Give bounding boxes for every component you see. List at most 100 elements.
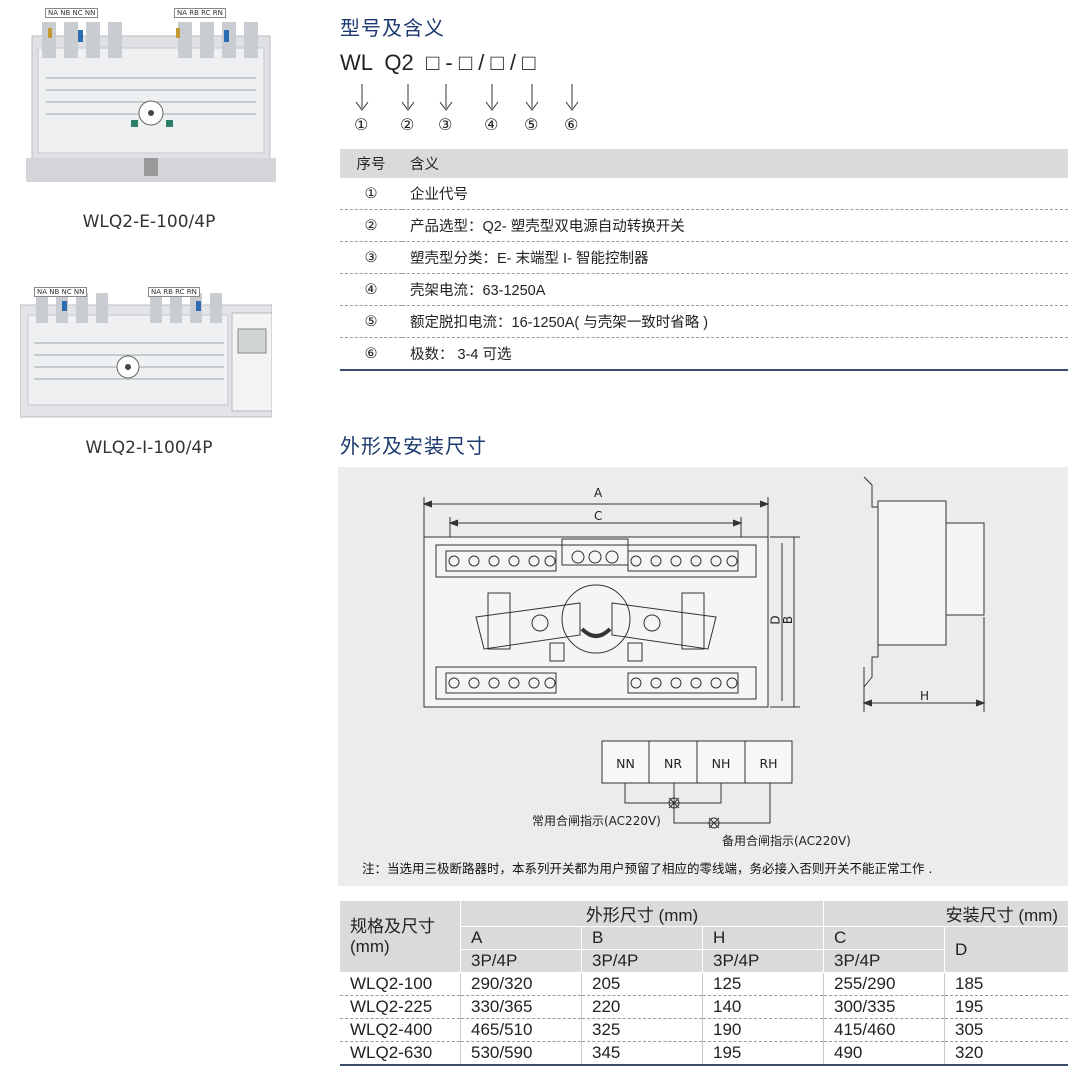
marker-4: ④ xyxy=(484,115,499,134)
cell-h: 195 xyxy=(702,1041,824,1066)
meaning-header: 序号 含义 xyxy=(340,149,1068,178)
cell-b: 325 xyxy=(581,1018,703,1042)
section-title-dimensions: 外形及安装尺寸 xyxy=(340,434,487,458)
cell-d: 305 xyxy=(944,1018,1068,1042)
dim-label-b: B xyxy=(781,615,796,625)
product-photo-e xyxy=(26,8,276,198)
model-arrows xyxy=(355,84,579,111)
cell-a: 290/320 xyxy=(460,972,582,996)
header-spec-unit: (mm) xyxy=(350,936,390,956)
terminal-rh: RH xyxy=(759,756,778,771)
row-text: 产品选型：Q2- 塑壳型双电源自动转换开关 xyxy=(402,209,1068,242)
dim-label-h: H xyxy=(920,689,930,703)
cell-a: 465/510 xyxy=(460,1018,582,1042)
header-h: H xyxy=(702,926,824,950)
table-row: WLQ2-100 290/320 205 125 255/290 185 xyxy=(340,972,1068,996)
marker-2: ② xyxy=(400,115,415,134)
row-text: 额定脱扣电流：16-1250A( 与壳架一致时省略 ) xyxy=(402,305,1068,338)
cell-c: 490 xyxy=(823,1041,945,1066)
terminal-nh: NH xyxy=(711,756,731,771)
terminal-nn: NN xyxy=(616,756,635,771)
size-header-row2: A B H C D xyxy=(340,926,1068,973)
cell-h: 190 xyxy=(702,1018,824,1042)
row-text: 极数： 3-4 可选 xyxy=(402,337,1068,371)
product-i-label-left: NA NB NC NN xyxy=(34,287,88,297)
row-index: ③ xyxy=(340,241,402,274)
header-spec-title: 规格及尺寸 xyxy=(350,916,435,936)
table-row: WLQ2-630 530/590 345 195 490 320 xyxy=(340,1041,1068,1066)
marker-6: ⑥ xyxy=(564,115,579,134)
cell-model: WLQ2-400 xyxy=(340,1018,461,1042)
cell-h: 125 xyxy=(702,972,824,996)
header-meaning: 含义 xyxy=(402,149,1068,178)
header-a: A xyxy=(460,926,582,950)
indicator-backup-label: 备用合闸指示(AC220V) xyxy=(722,834,851,848)
row-index: ⑤ xyxy=(340,305,402,338)
cell-d: 185 xyxy=(944,972,1068,996)
indicator-normal-label: 常用合闸指示(AC220V) xyxy=(532,814,661,828)
header-a-sub: 3P/4P xyxy=(460,949,582,973)
marker-5: ⑤ xyxy=(524,115,539,134)
header-index: 序号 xyxy=(340,149,402,178)
product-e-label-left: NA NB NC NN xyxy=(45,8,99,18)
marker-1: ① xyxy=(354,115,369,134)
cell-d: 320 xyxy=(944,1041,1068,1066)
table-row: WLQ2-225 330/365 220 140 300/335 195 xyxy=(340,995,1068,1019)
cell-model: WLQ2-100 xyxy=(340,972,461,996)
size-header-row1: 规格及尺寸 (mm) 外形尺寸 (mm) 安装尺寸 (mm) xyxy=(340,901,1068,973)
cell-d: 195 xyxy=(944,995,1068,1019)
dimension-drawing xyxy=(422,476,986,829)
header-d: D xyxy=(944,926,1068,973)
product-e-label-right: NA RB RC RN xyxy=(174,8,226,18)
cell-b: 205 xyxy=(581,972,703,996)
product-i-caption: WLQ2-I-100/4P xyxy=(85,438,213,458)
header-b: B xyxy=(581,926,703,950)
cell-c: 300/335 xyxy=(823,995,945,1019)
product-i-illustration xyxy=(19,293,273,418)
header-c-sub: 3P/4P xyxy=(823,949,945,973)
header-c: C xyxy=(823,926,945,950)
size-table: 规格及尺寸 (mm) 外形尺寸 (mm) 安装尺寸 (mm) A B H C D… xyxy=(340,901,1068,1066)
cell-c: 255/290 xyxy=(823,972,945,996)
row-text: 企业代号 xyxy=(402,178,1068,210)
model-code: WL Q2 □ - □ / □ / □ xyxy=(340,50,536,75)
dim-label-c: C xyxy=(594,509,603,523)
header-spec: 规格及尺寸 (mm) xyxy=(340,901,461,973)
cell-model: WLQ2-630 xyxy=(340,1041,461,1066)
size-header-row3: 3P/4P 3P/4P 3P/4P 3P/4P xyxy=(340,949,1068,973)
header-install: 安装尺寸 (mm) xyxy=(823,901,1068,927)
row-index: ⑥ xyxy=(340,337,402,371)
header-h-sub: 3P/4P xyxy=(702,949,824,973)
section-title-model: 型号及含义 xyxy=(340,16,445,40)
installation-note: 注：当选用三极断路器时，本系列开关都为用户预留了相应的零线端，务必接入否则开关不… xyxy=(362,861,933,876)
product-e-illustration xyxy=(26,22,276,182)
product-e-caption: WLQ2-E-100/4P xyxy=(82,212,216,232)
row-index: ① xyxy=(340,178,402,210)
product-photo-i xyxy=(19,285,273,425)
header-b-sub: 3P/4P xyxy=(581,949,703,973)
cell-c: 415/460 xyxy=(823,1018,945,1042)
drawing-panel: A C D B H NN NR NH RH 常用合闸指示(AC220V) 备用合… xyxy=(338,467,1068,886)
cell-b: 220 xyxy=(581,995,703,1019)
cell-a: 530/590 xyxy=(460,1041,582,1066)
header-outer: 外形尺寸 (mm) xyxy=(460,901,824,927)
row-index: ② xyxy=(340,209,402,242)
table-row: WLQ2-400 465/510 325 190 415/460 305 xyxy=(340,1018,1068,1042)
product-i-label-right: NA RB RC RN xyxy=(148,287,200,297)
marker-3: ③ xyxy=(438,115,453,134)
cell-model: WLQ2-225 xyxy=(340,995,461,1019)
cell-h: 140 xyxy=(702,995,824,1019)
dim-label-a: A xyxy=(594,486,603,500)
cell-b: 345 xyxy=(581,1041,703,1066)
cell-a: 330/365 xyxy=(460,995,582,1019)
row-text: 塑壳型分类：E- 末端型 I- 智能控制器 xyxy=(402,241,1068,274)
row-text: 壳架电流：63-1250A xyxy=(402,273,1068,306)
terminal-nr: NR xyxy=(663,756,683,771)
